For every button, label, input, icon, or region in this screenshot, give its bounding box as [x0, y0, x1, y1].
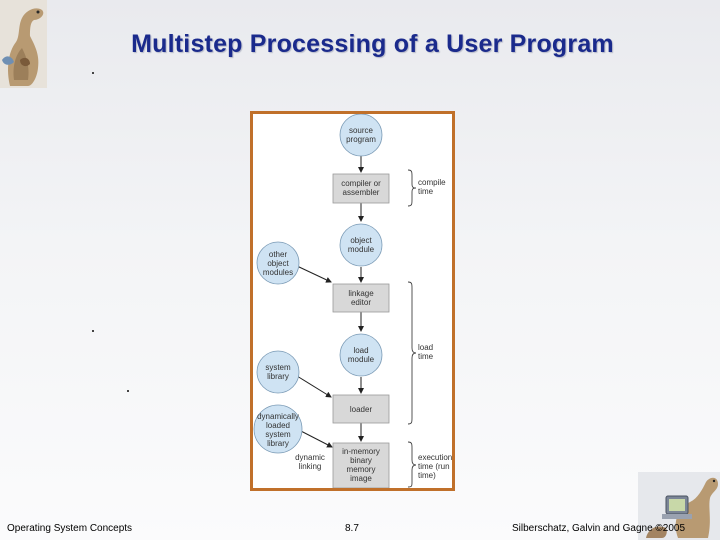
- object-module-label: object: [350, 236, 372, 245]
- other-object-modules-node: [256, 241, 300, 285]
- footer-page-number: 8.7: [345, 523, 359, 534]
- loader-box: [332, 394, 390, 424]
- linkage-editor-label: linkage: [348, 289, 374, 298]
- flow-arrow: [296, 375, 332, 398]
- footer-copyright: Silberschatz, Galvin and Gagne ©2005: [512, 523, 686, 534]
- source-program-label: source: [349, 126, 374, 135]
- object-module-node: [339, 223, 383, 267]
- load-time-bracket: [407, 281, 417, 425]
- execution-time-bracket: [407, 441, 417, 488]
- dinosaur-computer-icon: [638, 472, 720, 540]
- other-object-modules-label: modules: [263, 268, 293, 277]
- footer-book-title: Operating System Concepts: [7, 523, 133, 534]
- in-memory-binary-label: in-memory: [342, 447, 380, 456]
- execution-time-label: execution: [418, 453, 452, 462]
- load-module-label: load: [353, 346, 368, 355]
- compiler-assembler-label: assembler: [343, 188, 380, 197]
- load-module-node: [339, 333, 383, 377]
- dynamically-loaded-label: loaded: [266, 421, 290, 430]
- system-library-node: [256, 350, 300, 394]
- linkage-editor-label: editor: [351, 298, 371, 307]
- dynamically-loaded-label: library: [267, 439, 289, 448]
- stray-mark: [92, 330, 94, 332]
- load-time-label: time: [418, 352, 434, 361]
- other-object-modules-label: other: [269, 250, 288, 259]
- flow-arrow: [296, 428, 333, 448]
- compiler-assembler-box: [332, 173, 390, 204]
- dinosaur-icon: [0, 0, 47, 88]
- stray-mark: [92, 72, 94, 74]
- dynamically-loaded-label: system: [265, 430, 291, 439]
- processing-diagram: source program object module load module…: [250, 111, 455, 491]
- dynamic-linking-label: linking: [299, 462, 322, 471]
- execution-time-label: time (run: [418, 462, 450, 471]
- linkage-editor-box: [332, 283, 390, 313]
- compiler-assembler-label: compiler or: [341, 179, 381, 188]
- loader-label: loader: [350, 405, 373, 414]
- dynamically-loaded-system-library-node: [253, 404, 303, 454]
- source-program-node: [339, 113, 383, 157]
- in-memory-binary-label: memory: [347, 465, 376, 474]
- compile-time-label: time: [418, 187, 434, 196]
- in-memory-binary-label: image: [350, 474, 372, 483]
- flow-arrow: [296, 265, 332, 283]
- dynamically-loaded-label: dynamically: [257, 412, 299, 421]
- compile-time-label: compile: [418, 178, 446, 187]
- in-memory-binary-box: [332, 442, 390, 489]
- source-program-label: program: [346, 135, 376, 144]
- stray-mark: [127, 390, 129, 392]
- slide-title: Multistep Processing of a User Program: [131, 30, 614, 58]
- other-object-modules-label: object: [267, 259, 289, 268]
- in-memory-binary-label: binary: [350, 456, 372, 465]
- processing-diagram-svg: source program object module load module…: [253, 113, 452, 489]
- load-module-label: module: [348, 355, 375, 364]
- execution-time-label: time): [418, 471, 436, 480]
- load-time-label: load: [418, 343, 433, 352]
- system-library-label: system: [265, 363, 291, 372]
- system-library-label: library: [267, 372, 289, 381]
- object-module-label: module: [348, 245, 375, 254]
- dynamic-linking-label: dynamic: [295, 453, 325, 462]
- compile-time-bracket: [407, 169, 417, 207]
